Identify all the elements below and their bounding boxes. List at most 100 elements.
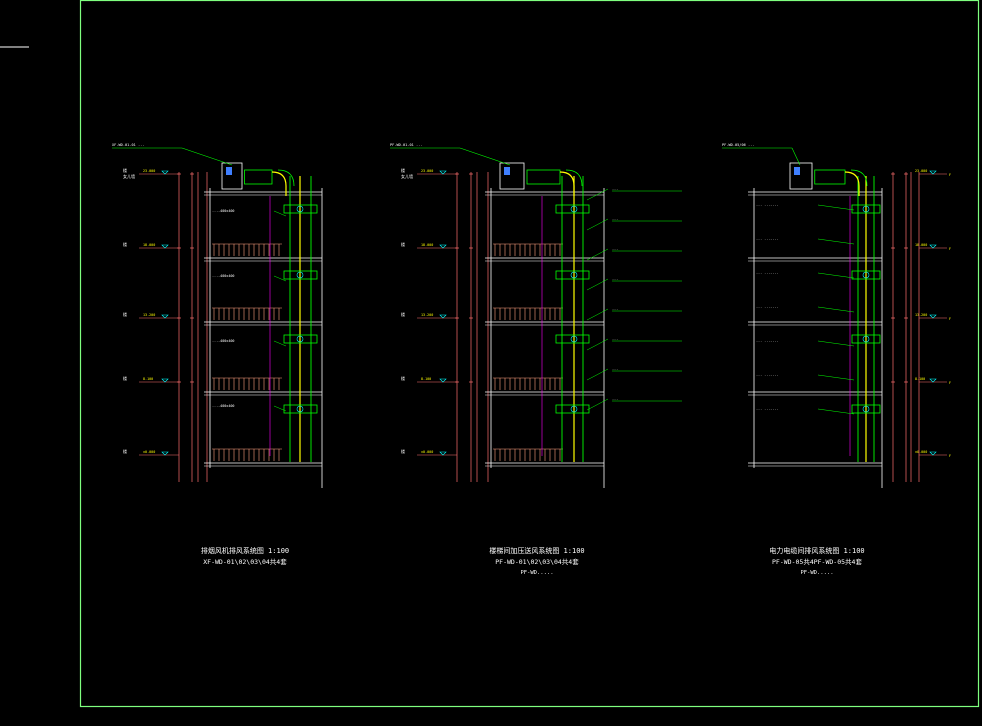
- duct-branch: [851, 204, 881, 214]
- damper-symbol: [570, 405, 578, 413]
- level-tag: F: [949, 317, 951, 321]
- level-symbol: [929, 170, 937, 175]
- fan-duct: [244, 169, 273, 185]
- drawing-1-subtitle: XF-WD-01\02\03\04共4套: [203, 557, 287, 566]
- annotation-leader: [586, 308, 609, 321]
- annotation-leader: [817, 238, 855, 245]
- level-value: 23.000: [421, 169, 433, 173]
- duct-elbow-outer: [277, 169, 295, 187]
- fan-housing: [221, 162, 243, 190]
- level-floor-label: 楼: [123, 311, 127, 317]
- annotation-leader: [817, 306, 855, 313]
- floor-annotation: ...: [612, 277, 618, 281]
- equipment-tag: PF-WD-05/06 ...: [722, 143, 754, 147]
- floor-annotation: ...: [612, 367, 618, 371]
- drawing-3-subtitle: PF-WD-05共4PF-WD-05共4套: [772, 557, 862, 566]
- level-symbol: [161, 451, 169, 456]
- duct-elbow-outer: [565, 169, 583, 187]
- level-floor-label: 楼: [123, 448, 127, 454]
- level-tag: F: [949, 247, 951, 251]
- floor-annotation: ...-400x400: [212, 404, 234, 408]
- damper-symbol: [862, 335, 870, 343]
- duct-branch: [283, 204, 318, 214]
- level-floor-label: 楼: [123, 167, 127, 173]
- duct-branch: [283, 404, 318, 414]
- level-floor-label: 楼: [401, 311, 405, 317]
- roof-label: 女儿墙: [123, 173, 135, 179]
- fan-housing: [499, 162, 525, 190]
- level-tag: F: [949, 173, 951, 177]
- annotation-leader: [273, 210, 287, 217]
- duct-branch: [555, 270, 590, 280]
- section-drawing-3: 23.000 18.000 13.200 8.100 ±0.000 PF-WD-05/06…: [722, 143, 951, 488]
- annotation-leader: [273, 340, 287, 347]
- equipment-tag: XF-WD-01-01 ...: [112, 143, 144, 147]
- floor-annotation: ... ...-...: [756, 203, 778, 207]
- level-symbol: [161, 170, 169, 175]
- damper-symbol: [570, 335, 578, 343]
- level-value: 23.000: [143, 169, 155, 173]
- annotation-leader: [817, 374, 855, 381]
- level-symbol: [439, 314, 447, 319]
- floor-annotation: ... ...-...: [756, 237, 778, 241]
- damper-symbol: [296, 405, 304, 413]
- drawing-3-title: 电力电缆间排风系统图 1:100: [769, 546, 864, 555]
- annotation-leader: [586, 398, 609, 411]
- damper-symbol: [862, 205, 870, 213]
- level-floor-label: 楼: [401, 241, 405, 247]
- duct-elbow: [844, 171, 860, 196]
- level-value: 23.000: [915, 169, 927, 173]
- floor-annotation: ...: [612, 247, 618, 251]
- floor-annotation: ... ...-...: [756, 271, 778, 275]
- section-drawing-2: 23.000楼18.000楼13.200楼8.100楼±0.000楼女儿墙PF-…: [390, 143, 682, 488]
- annotation-leader: [273, 405, 287, 412]
- duct-branch: [555, 334, 590, 344]
- drawing-frame: [79, 0, 980, 708]
- section-drawing-1: 23.000楼18.000楼13.200楼8.100楼±0.000楼女儿墙XF-…: [112, 143, 323, 488]
- damper-symbol: [296, 271, 304, 279]
- floor-annotation: ... ...-...: [756, 339, 778, 343]
- level-value: 18.000: [143, 243, 155, 247]
- duct-branch: [851, 270, 881, 280]
- level-floor-label: 楼: [123, 375, 127, 381]
- annotation-leader: [586, 248, 609, 261]
- annotation-leader: [586, 278, 609, 291]
- floor-annotation: ...: [612, 217, 618, 221]
- duct-elbow-outer: [850, 169, 868, 187]
- level-floor-label: 楼: [123, 241, 127, 247]
- level-floor-label: 楼: [401, 375, 405, 381]
- damper-symbol: [570, 205, 578, 213]
- level-symbol: [929, 244, 937, 249]
- level-value: 13.200: [421, 313, 433, 317]
- level-value: 18.000: [915, 243, 927, 247]
- damper-symbol: [570, 271, 578, 279]
- level-value: ±0.000: [421, 450, 433, 454]
- level-floor-label: 楼: [401, 167, 405, 173]
- duct-branch: [851, 334, 881, 344]
- floor-annotation: ...: [612, 187, 618, 191]
- level-value: 8.100: [915, 377, 925, 381]
- level-floor-label: 楼: [401, 448, 405, 454]
- damper-symbol: [862, 405, 870, 413]
- level-tag: F: [949, 454, 951, 458]
- tag-leader: [791, 147, 801, 166]
- level-symbol: [929, 378, 937, 383]
- drawing-1-title: 排烟风机排风系统图 1:100: [201, 546, 289, 555]
- fan-motor: [794, 167, 800, 175]
- damper-symbol: [296, 205, 304, 213]
- duct-branch: [283, 334, 318, 344]
- level-value: 8.100: [421, 377, 431, 381]
- tag-leader: [181, 147, 233, 166]
- level-symbol: [439, 451, 447, 456]
- level-value: ±0.000: [915, 450, 927, 454]
- floor-annotation: ...: [612, 397, 618, 401]
- level-symbol: [161, 314, 169, 319]
- level-symbol: [929, 451, 937, 456]
- annotation-leader: [586, 188, 609, 201]
- floor-annotation: ...: [612, 337, 618, 341]
- drawing-2-subtitle: PF-WD-01\02\03\04共4套: [495, 557, 579, 566]
- level-symbol: [161, 244, 169, 249]
- equipment-tag: PF-WD-01-01 ...: [390, 143, 422, 147]
- level-value: 13.200: [915, 313, 927, 317]
